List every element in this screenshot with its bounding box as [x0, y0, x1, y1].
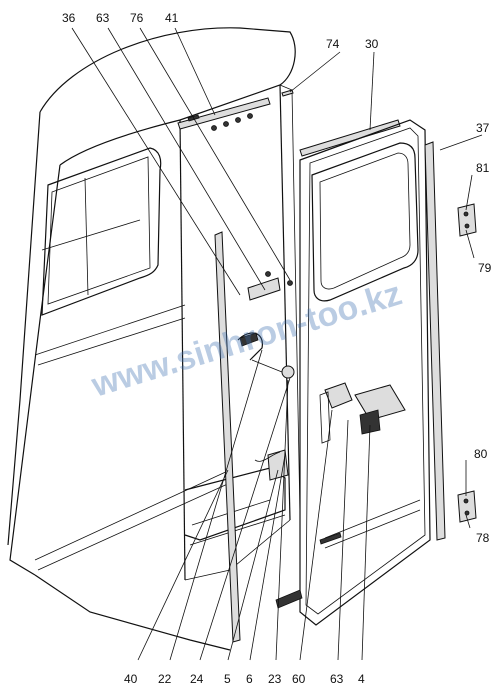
callout-4: 4 — [358, 672, 365, 686]
callout-74: 74 — [326, 37, 340, 51]
vehicle-body — [7, 27, 301, 651]
callout-23: 23 — [268, 672, 282, 686]
watermark-text: www.sinhron-too.kz — [86, 274, 406, 405]
callout-37: 37 — [476, 121, 490, 135]
callout-6: 6 — [246, 672, 253, 686]
hinge-brackets — [247, 271, 293, 301]
callout-63-bottom: 63 — [330, 672, 344, 686]
seal-strip-74 — [281, 89, 401, 157]
callout-81: 81 — [476, 161, 490, 175]
top-rail — [177, 97, 271, 131]
callout-5: 5 — [224, 672, 231, 686]
door-panel — [299, 119, 431, 626]
callout-41: 41 — [165, 11, 179, 25]
callout-24: 24 — [190, 672, 204, 686]
hinge-lower — [457, 490, 477, 523]
callout-22: 22 — [158, 672, 172, 686]
callout-40: 40 — [124, 672, 138, 686]
callout-labels-bottom: 40 22 24 5 6 23 60 63 4 — [124, 672, 365, 686]
callout-78: 78 — [476, 531, 490, 545]
leader-lines — [71, 27, 483, 661]
callout-30: 30 — [365, 37, 379, 51]
hinge-upper — [457, 203, 477, 237]
callout-63-top: 63 — [96, 11, 110, 25]
callout-76: 76 — [130, 11, 144, 25]
lock-mechanism — [237, 332, 295, 481]
callout-80: 80 — [474, 447, 488, 461]
callout-labels-top: 36 63 76 41 74 30 37 81 79 80 78 — [62, 11, 492, 545]
guide-rails — [214, 141, 446, 643]
outer-handle — [354, 384, 406, 435]
callout-79: 79 — [478, 261, 492, 275]
callout-36: 36 — [62, 11, 76, 25]
callout-60: 60 — [292, 672, 306, 686]
